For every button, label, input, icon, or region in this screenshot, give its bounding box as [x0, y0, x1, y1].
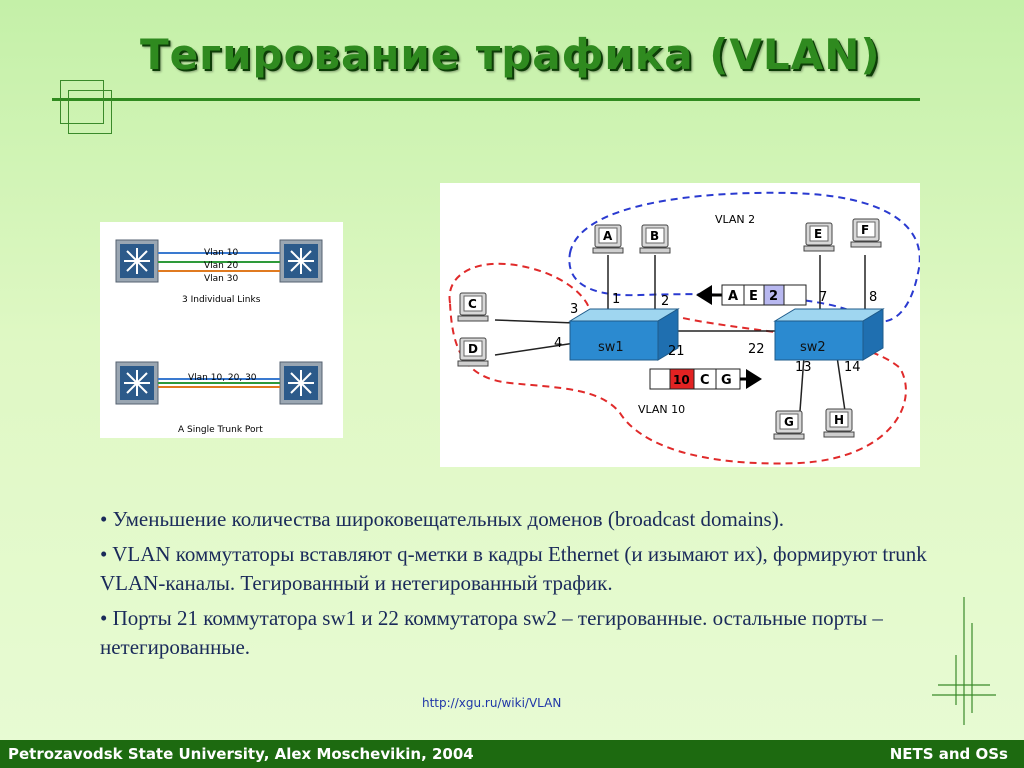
label-vlan10: Vlan 10	[204, 248, 238, 258]
bullet-item: • Уменьшение количества широковещательны…	[100, 507, 784, 531]
frame-bottom: 10 C G	[649, 368, 762, 390]
switch-icon	[115, 239, 159, 283]
trunk-comparison-figure: Vlan 10 Vlan 20 Vlan 30 3 Individual Lin…	[100, 222, 343, 438]
host-c: C	[457, 292, 489, 322]
frame-bottom-field: G	[721, 373, 732, 388]
host-d-label: D	[468, 342, 478, 356]
switch-icon	[279, 239, 323, 283]
switch-icon	[279, 361, 323, 405]
host-h-label: H	[834, 413, 844, 427]
frame-top-field: 2	[769, 289, 778, 304]
caption-individual-links: 3 Individual Links	[182, 295, 261, 305]
port-label: 8	[869, 290, 877, 305]
host-d: D	[457, 337, 489, 367]
frame-top-field: A	[728, 289, 738, 304]
host-b-label: B	[650, 229, 659, 243]
frame-top-field: E	[749, 289, 758, 304]
frame-bottom-field: 10	[673, 373, 690, 387]
vlan-network-diagram: VLAN 2 VLAN 10 sw1 sw2 A B C D E F G H 1…	[440, 183, 921, 467]
host-e: E	[803, 222, 835, 252]
label-vlan20: Vlan 20	[204, 261, 238, 271]
port-label: 13	[795, 360, 812, 375]
footer-author: Petrozavodsk State University, Alex Mosc…	[8, 745, 474, 763]
host-g-label: G	[784, 415, 794, 429]
host-f: F	[850, 218, 882, 248]
host-g: G	[773, 410, 805, 440]
port-label: 4	[554, 336, 562, 351]
port-label: 1	[612, 292, 620, 307]
footer-course: NETS and OSs	[889, 745, 1008, 763]
host-c-label: C	[468, 297, 477, 311]
vlan10-label: VLAN 10	[638, 403, 685, 416]
host-b: B	[639, 224, 671, 254]
reference-link[interactable]: http://xgu.ru/wiki/VLAN	[422, 696, 562, 710]
vlan2-boundary	[568, 191, 921, 323]
decor-square-1	[60, 80, 104, 124]
bullet-item: • Порты 21 коммутатора sw1 и 22 коммутат…	[100, 606, 883, 659]
port-label: 7	[819, 290, 827, 305]
switch-sw1-label: sw1	[598, 340, 624, 355]
port-label: 14	[844, 360, 861, 375]
footer-bar: Petrozavodsk State University, Alex Mosc…	[0, 740, 1024, 768]
host-a: A	[592, 224, 624, 254]
title-rule	[52, 98, 920, 101]
port-label: 21	[668, 344, 685, 359]
slide-title: Тегирование трафика (VLAN)	[140, 30, 881, 79]
port-label: 22	[748, 342, 765, 357]
switch-sw2-label: sw2	[800, 340, 826, 355]
switch-sw1: sw1	[568, 308, 680, 361]
frame-top: A E 2	[696, 284, 807, 306]
frame-bottom-field: C	[700, 373, 710, 388]
host-e-label: E	[814, 227, 822, 241]
label-vlan30: Vlan 30	[204, 274, 238, 284]
port-label: 2	[661, 294, 669, 309]
host-a-label: A	[603, 229, 613, 243]
decor-square-2	[68, 90, 112, 134]
caption-single-trunk: A Single Trunk Port	[178, 425, 263, 435]
bullet-item: • VLAN коммутаторы вставляют q-метки в к…	[100, 542, 927, 595]
host-h: H	[823, 408, 855, 438]
port-label: 3	[570, 302, 578, 317]
bullet-list: • Уменьшение количества широковещательны…	[100, 505, 950, 668]
vlan2-label: VLAN 2	[715, 213, 755, 226]
vlan10-boundary	[448, 262, 907, 465]
switch-sw2: sw2	[773, 308, 885, 361]
switch-icon	[115, 361, 159, 405]
host-f-label: F	[861, 223, 869, 237]
decor-lines	[932, 597, 996, 725]
label-trunk-vlans: Vlan 10, 20, 30	[188, 373, 257, 383]
